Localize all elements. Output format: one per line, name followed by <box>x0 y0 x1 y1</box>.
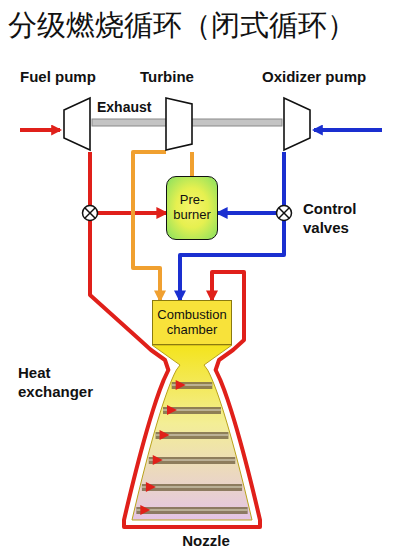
control-valve <box>83 206 98 221</box>
component-label: Fuel pump <box>20 68 104 85</box>
pump-component: Turbine <box>140 68 228 152</box>
chamber-box: Combustion chamber <box>152 300 232 345</box>
flow-arrow <box>160 430 170 440</box>
part-label: Nozzle <box>166 532 246 551</box>
control-valve <box>277 206 292 221</box>
flow-arrow <box>176 380 186 390</box>
title: 分级燃烧循环（闭式循环） <box>8 6 356 46</box>
nozzle <box>132 345 252 520</box>
pump-component: Fuel pump <box>20 68 104 152</box>
pump-outline <box>284 98 310 150</box>
cooling-band <box>136 507 247 514</box>
flow-label: Exhaust <box>97 99 151 117</box>
part-label: Heat exchanger <box>18 364 118 402</box>
part-label: Control valves <box>303 200 383 238</box>
pump-component: Oxidizer pump <box>262 68 390 152</box>
flow-arrow <box>167 405 177 415</box>
flow-line <box>90 152 260 527</box>
pump-outline <box>166 98 192 150</box>
nozzle-bell <box>132 345 252 520</box>
pump-outline <box>64 98 90 150</box>
flow-line <box>218 152 284 213</box>
component-label: Turbine <box>140 68 228 85</box>
cooling-band-line <box>142 486 242 488</box>
flow-line <box>190 152 194 176</box>
flow-arrow <box>146 482 156 492</box>
flow-line <box>133 152 166 300</box>
fuel-inlet <box>20 128 60 132</box>
cooling-band-line <box>136 509 247 511</box>
box-label: Combustion chamber <box>156 308 228 338</box>
oxidizer-inlet <box>314 128 382 132</box>
flow-arrow <box>153 455 163 465</box>
flow-arrow <box>140 505 150 515</box>
pump-symbol <box>62 96 92 152</box>
component-label: Oxidizer pump <box>262 68 390 85</box>
box-label: Pre-burner <box>170 193 214 223</box>
preburner-box: Pre-burner <box>166 176 218 240</box>
pump-symbol <box>282 96 312 152</box>
cooling-band <box>142 484 242 491</box>
flow-line <box>90 152 166 213</box>
pump-symbol <box>164 96 194 152</box>
